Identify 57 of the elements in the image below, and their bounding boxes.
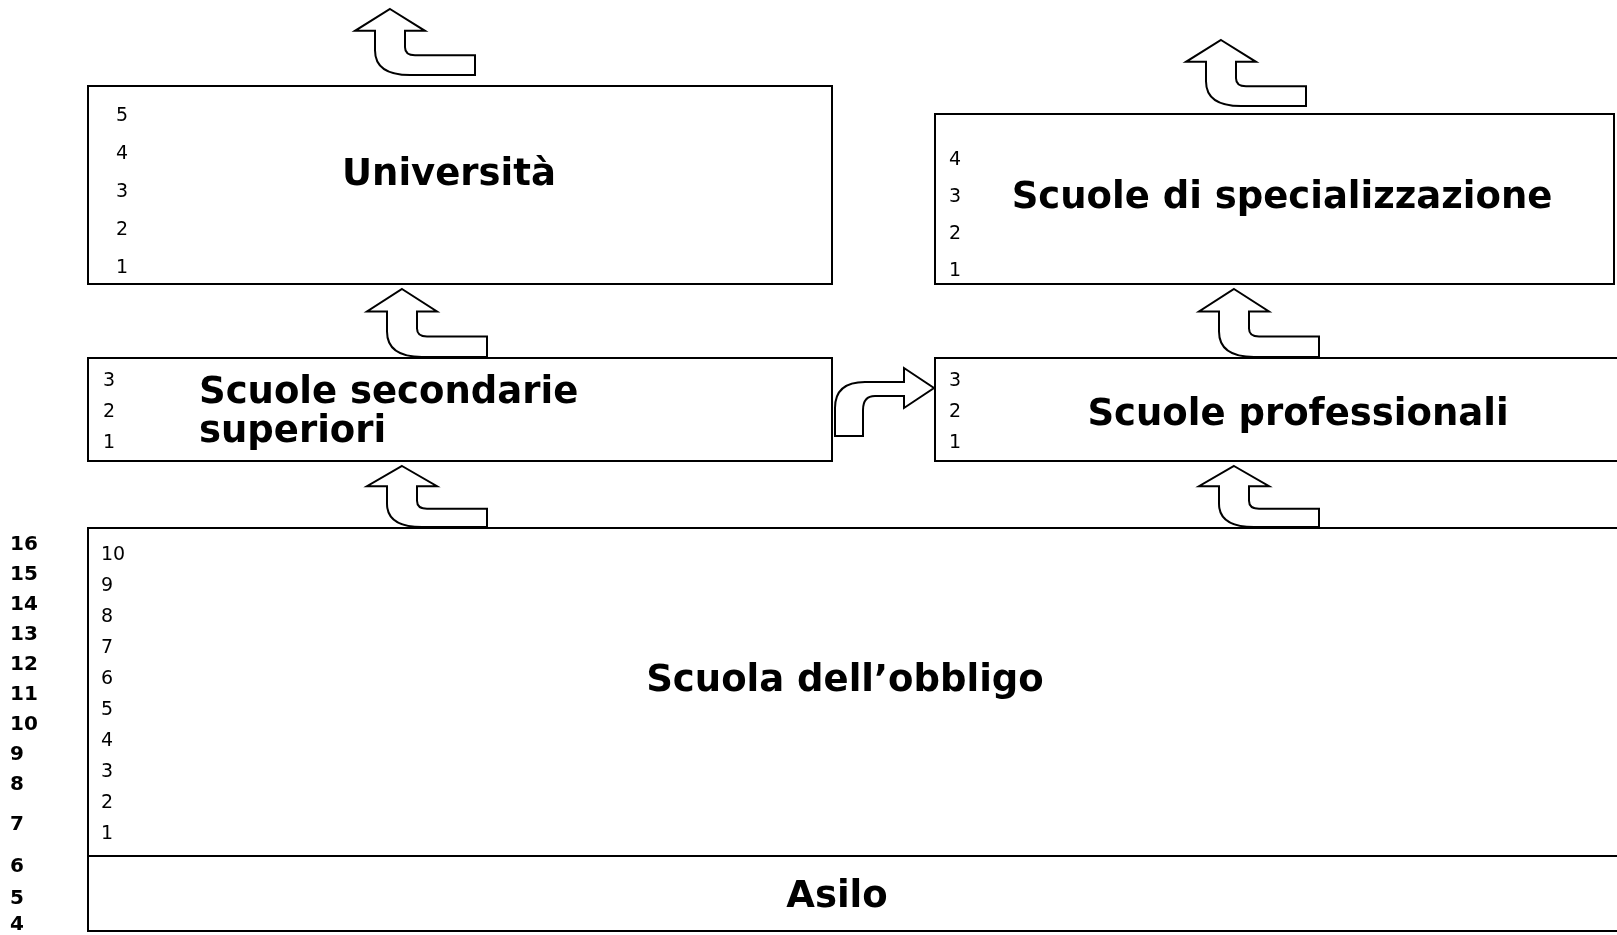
year-number: 1 bbox=[949, 429, 962, 454]
stage-title: Università bbox=[342, 153, 556, 193]
bent-arrow bbox=[366, 288, 488, 358]
bent-arrow bbox=[1198, 465, 1320, 528]
bent-arrow bbox=[1198, 288, 1320, 358]
bent-arrow bbox=[1185, 39, 1307, 107]
stage-title: Scuole di specializzazione bbox=[1011, 176, 1553, 216]
stage-title: Scuola dell’obbligo bbox=[646, 659, 1044, 699]
stage-title: Asilo bbox=[786, 875, 888, 915]
bent-arrow bbox=[366, 465, 488, 528]
age-number: 13 bbox=[10, 622, 38, 644]
year-number: 9 bbox=[101, 572, 114, 597]
year-number: 2 bbox=[103, 398, 116, 423]
age-number: 6 bbox=[10, 854, 24, 876]
year-number: 4 bbox=[949, 146, 962, 171]
age-number: 4 bbox=[10, 912, 24, 934]
year-number: 7 bbox=[101, 634, 114, 659]
bent-arrow bbox=[834, 367, 935, 437]
year-number: 5 bbox=[101, 696, 114, 721]
year-number: 3 bbox=[101, 758, 114, 783]
age-number: 12 bbox=[10, 652, 38, 674]
year-number: 5 bbox=[116, 102, 129, 127]
year-number: 3 bbox=[949, 183, 962, 208]
year-number: 2 bbox=[116, 216, 129, 241]
stage-box bbox=[934, 357, 1617, 462]
stage-title: Scuole secondarie superiori bbox=[199, 371, 580, 450]
year-number: 1 bbox=[101, 820, 114, 845]
year-number: 8 bbox=[101, 603, 114, 628]
age-number: 9 bbox=[10, 742, 24, 764]
year-number: 1 bbox=[949, 257, 962, 282]
age-number: 15 bbox=[10, 562, 38, 584]
age-number: 14 bbox=[10, 592, 38, 614]
age-number: 16 bbox=[10, 532, 38, 554]
stage-box bbox=[87, 85, 833, 285]
stage-box bbox=[87, 527, 1617, 857]
stage-box bbox=[934, 113, 1615, 285]
age-number: 8 bbox=[10, 772, 24, 794]
age-number: 10 bbox=[10, 712, 38, 734]
stage-box bbox=[87, 357, 833, 462]
year-number: 3 bbox=[116, 178, 129, 203]
age-number: 7 bbox=[10, 812, 24, 834]
year-number: 4 bbox=[116, 140, 129, 165]
year-number: 1 bbox=[103, 429, 116, 454]
year-number: 2 bbox=[949, 220, 962, 245]
year-number: 1 bbox=[116, 254, 129, 279]
age-number: 5 bbox=[10, 886, 24, 908]
year-number: 2 bbox=[101, 789, 114, 814]
year-number: 10 bbox=[101, 541, 126, 566]
bent-arrow bbox=[354, 8, 476, 76]
year-number: 6 bbox=[101, 665, 114, 690]
stage-title: Scuole professionali bbox=[1087, 393, 1509, 433]
year-number: 3 bbox=[949, 367, 962, 392]
year-number: 2 bbox=[949, 398, 962, 423]
age-number: 11 bbox=[10, 682, 38, 704]
stage-box bbox=[87, 855, 1617, 932]
year-number: 4 bbox=[101, 727, 114, 752]
year-number: 3 bbox=[103, 367, 116, 392]
